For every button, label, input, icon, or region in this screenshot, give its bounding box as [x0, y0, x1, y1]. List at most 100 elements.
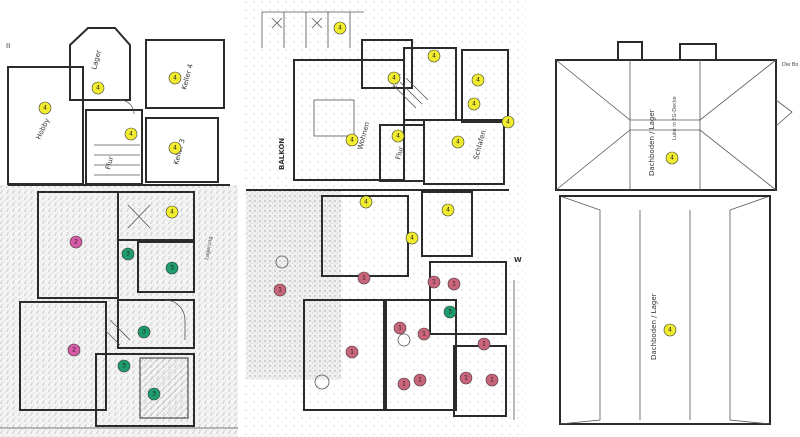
marker-label: 4 [472, 101, 476, 108]
marker-label: 1 [350, 349, 354, 356]
marker-circle [417, 327, 431, 341]
marker: 3 [117, 359, 131, 373]
marker-circle [447, 277, 461, 291]
marker-label: 4 [96, 85, 100, 92]
marker-circle [441, 203, 455, 217]
right-markers: 4 4 [663, 151, 679, 337]
marker-circle [391, 129, 405, 143]
marker-label: 1 [418, 377, 422, 384]
door-swing [119, 99, 135, 115]
stairs-diagonal [393, 77, 429, 109]
marker-label: 1 [278, 287, 282, 294]
side-letter: W [514, 256, 522, 264]
marker-label: 3 [152, 391, 156, 398]
marker: 4 [501, 115, 515, 129]
room-bay [361, 39, 413, 89]
marker: 4 [471, 73, 485, 87]
room-lager [69, 27, 131, 101]
room-lower-living [303, 299, 385, 411]
marker: 3 [147, 387, 161, 401]
marker: 4 [124, 127, 138, 141]
room-label-hobby: Hobby [35, 117, 52, 141]
left-floor-plan: II Hobby Lager Keller 4 Flur Keller 3 [0, 0, 238, 437]
roof-slopes-lower [559, 195, 771, 425]
cross-mark [127, 204, 151, 229]
balcony-crosses [271, 17, 323, 29]
marker-label: 4 [396, 133, 400, 140]
marker-label: 4 [446, 207, 450, 214]
right-floor-plan-drawing: Dachboden / Lager Luke in EG-Decke Dachb… [555, 41, 798, 425]
marker: 3 [165, 261, 179, 275]
attic-lower-outline [559, 195, 771, 425]
marker-label: 4 [432, 53, 436, 60]
marker-label: 4 [506, 119, 510, 126]
marker-label: 2 [72, 347, 76, 354]
marker-circle [393, 321, 407, 335]
marker-label: 4 [338, 25, 342, 32]
margin-note: Lagerung [204, 236, 214, 260]
room-zimmer [37, 191, 119, 299]
left-markers: 4 4 4 4 4 4 2 2 3 3 3 3 3 [38, 71, 182, 401]
marker: 4 [441, 203, 455, 217]
marker-circle [168, 71, 182, 85]
room-keller4 [145, 39, 225, 109]
marker: 3 [443, 305, 457, 319]
speckled-scan-area [246, 190, 341, 380]
marker-circle [397, 377, 411, 391]
marker-label: 1 [464, 375, 468, 382]
chimney [617, 41, 643, 61]
middle-floor-plan-drawing: BALKON Wohnen Schlafen Flur Essen W 4 4 … [244, 0, 526, 437]
room-hall-lower [117, 299, 195, 349]
roof-rafters [629, 60, 701, 190]
left-floor-plan-drawing: II Hobby Lager Keller 4 Flur Keller 3 [0, 27, 238, 437]
room-label-keller4: Keller 4 [180, 63, 195, 91]
marker: 4 [168, 71, 182, 85]
marker-circle [345, 345, 359, 359]
marker: 1 [447, 277, 461, 291]
furniture-table [313, 99, 355, 137]
marker: 3 [137, 325, 151, 339]
marker-circle [165, 261, 179, 275]
marker-circle [117, 359, 131, 373]
marker: 4 [345, 133, 359, 147]
room-keller3 [145, 117, 219, 183]
marker: 4 [451, 135, 465, 149]
marker-label: 3 [448, 309, 452, 316]
marker-circle [427, 49, 441, 63]
marker: 1 [477, 337, 491, 351]
marker: 1 [397, 377, 411, 391]
marker-circle [663, 323, 677, 337]
marker-label: 4 [410, 235, 414, 242]
garden-table [275, 255, 289, 269]
room-lower-bath [429, 261, 507, 335]
marker-circle [427, 275, 441, 289]
marker-circle [443, 305, 457, 319]
roof-ridge-upper [555, 59, 777, 121]
marker-circle [124, 127, 138, 141]
marker-label: 4 [43, 105, 47, 112]
marker-label: 1 [422, 331, 426, 338]
marker-circle [459, 371, 473, 385]
dining-table [314, 374, 330, 390]
marker-label: 1 [452, 281, 456, 288]
marker-circle [665, 151, 679, 165]
marker-label: 4 [364, 199, 368, 206]
marker-label: 4 [476, 77, 480, 84]
marker-label: 1 [402, 381, 406, 388]
marker-label: 4 [670, 155, 674, 162]
marker-circle [67, 343, 81, 357]
marker-label: 1 [490, 377, 494, 384]
room-label-flur: Flur [104, 155, 115, 170]
marker: 1 [459, 371, 473, 385]
marker: 4 [427, 49, 441, 63]
marker: 2 [67, 343, 81, 357]
room-label-dachboden-top: Dachboden / Lager [648, 109, 656, 176]
marker-circle [333, 21, 347, 35]
marker: 1 [273, 283, 287, 297]
marker: 4 [168, 141, 182, 155]
room-label-flur: Flur [394, 145, 405, 160]
marker-label: 4 [129, 131, 133, 138]
marker-circle [477, 337, 491, 351]
room-boiler [95, 353, 195, 427]
